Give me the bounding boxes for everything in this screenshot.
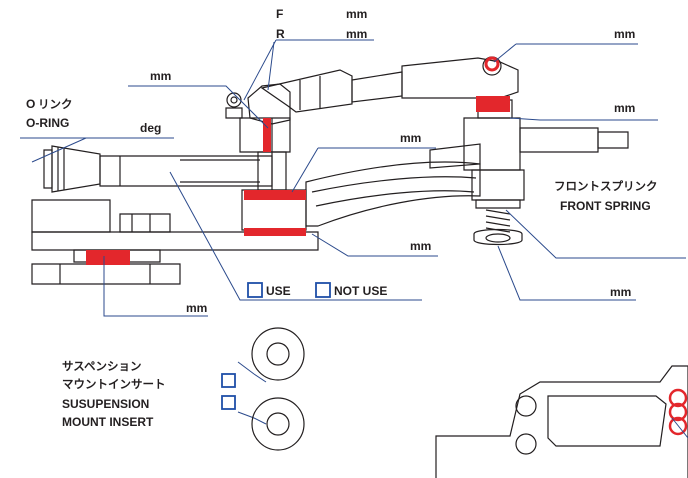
leader-lines — [20, 39, 686, 425]
upright-red-spacer — [476, 96, 510, 112]
arm-red-top — [244, 190, 306, 200]
chassis-plates — [31, 199, 319, 285]
label-spring-mm: mm — [610, 285, 631, 299]
label-chassis-mm: mm — [186, 301, 207, 315]
label-insert-en-1: SUSUPENSION — [62, 397, 149, 411]
checkbox-not-use[interactable] — [315, 282, 331, 298]
label-arm-mm: mm — [400, 131, 421, 145]
label-arm-bottom-mm: mm — [410, 239, 431, 253]
label-rodend-mm: mm — [614, 27, 635, 41]
label-oring-en: O-RING — [26, 116, 69, 130]
rod-end-red-ring — [484, 56, 500, 72]
label-use: USE — [266, 284, 291, 298]
pivot-red-shim — [263, 118, 271, 152]
label-rear: R — [276, 27, 285, 41]
label-insert-jp-2: マウントインサート — [62, 377, 166, 391]
bulkhead-part — [435, 365, 688, 478]
label-oring-jp-prefix: O — [26, 97, 35, 111]
label-rear-mm: mm — [346, 27, 367, 41]
label-insert-en-2: MOUNT INSERT — [62, 415, 154, 429]
label-front-spring-en: FRONT SPRING — [560, 199, 651, 213]
suspension-arm — [241, 143, 481, 231]
mount-insert-use — [251, 327, 305, 381]
front-spring — [473, 209, 523, 246]
arm-red-bottom — [244, 228, 306, 236]
checkbox-insert-use[interactable] — [221, 373, 236, 388]
label-upright-mm: mm — [614, 101, 635, 115]
label-front-mm: mm — [346, 7, 367, 21]
checkbox-use[interactable] — [247, 282, 263, 298]
label-oring-jp-suffix: リンク — [38, 97, 73, 111]
mount-insert-not-use — [251, 397, 305, 451]
upper-arm-barrel — [43, 145, 273, 193]
label-insert-jp-1: サスペンション — [62, 359, 141, 373]
label-front: F — [276, 7, 283, 21]
label-camber-mm: mm — [150, 69, 171, 83]
chassis-red-mark — [86, 250, 130, 265]
checkbox-insert-not-use[interactable] — [221, 395, 236, 410]
label-not-use: NOT USE — [334, 284, 387, 298]
label-front-spring-jp: フロントスプリンク — [554, 179, 658, 193]
camber-link-rod — [225, 56, 519, 125]
label-deg: deg — [140, 121, 161, 135]
